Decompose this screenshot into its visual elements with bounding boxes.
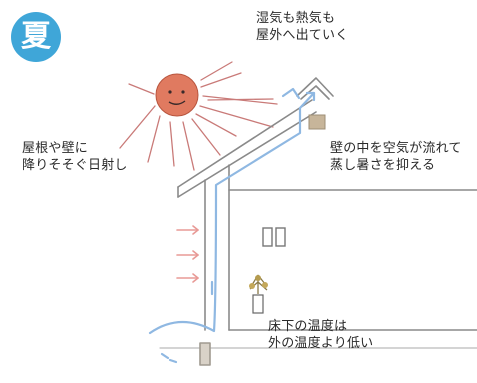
sun-face-icon [155, 73, 199, 117]
label-right: 壁の中を空気が流れて 蒸し暑さを抑える [330, 140, 462, 174]
potted-plant-icon [249, 274, 268, 314]
airflow-arrow-icon [148, 87, 316, 364]
label-floor: 床下の温度は 外の温度より低い [268, 318, 373, 352]
label-right-line2: 蒸し暑さを抑える [330, 158, 436, 173]
house-outline [159, 77, 477, 366]
heat-arrow-icon [176, 225, 199, 283]
season-badge: 夏 [11, 12, 61, 62]
vent-box [308, 114, 326, 130]
windows [262, 227, 286, 247]
label-top-line1: 湿気も熱気も [256, 11, 336, 26]
sun-rays [119, 61, 278, 171]
label-left-line2: 降りそそぐ日射し [22, 158, 128, 173]
label-right-line1: 壁の中を空気が流れて [330, 141, 462, 156]
label-left-line1: 屋根や壁に [22, 141, 89, 156]
label-left: 屋根や壁に 降りそそぐ日射し [22, 140, 128, 174]
label-floor-line2: 外の温度より低い [268, 336, 374, 351]
label-top: 湿気も熱気も 屋外へ出ていく [256, 10, 348, 44]
label-floor-line1: 床下の温度は [268, 319, 348, 334]
label-top-line2: 屋外へ出ていく [256, 28, 349, 43]
